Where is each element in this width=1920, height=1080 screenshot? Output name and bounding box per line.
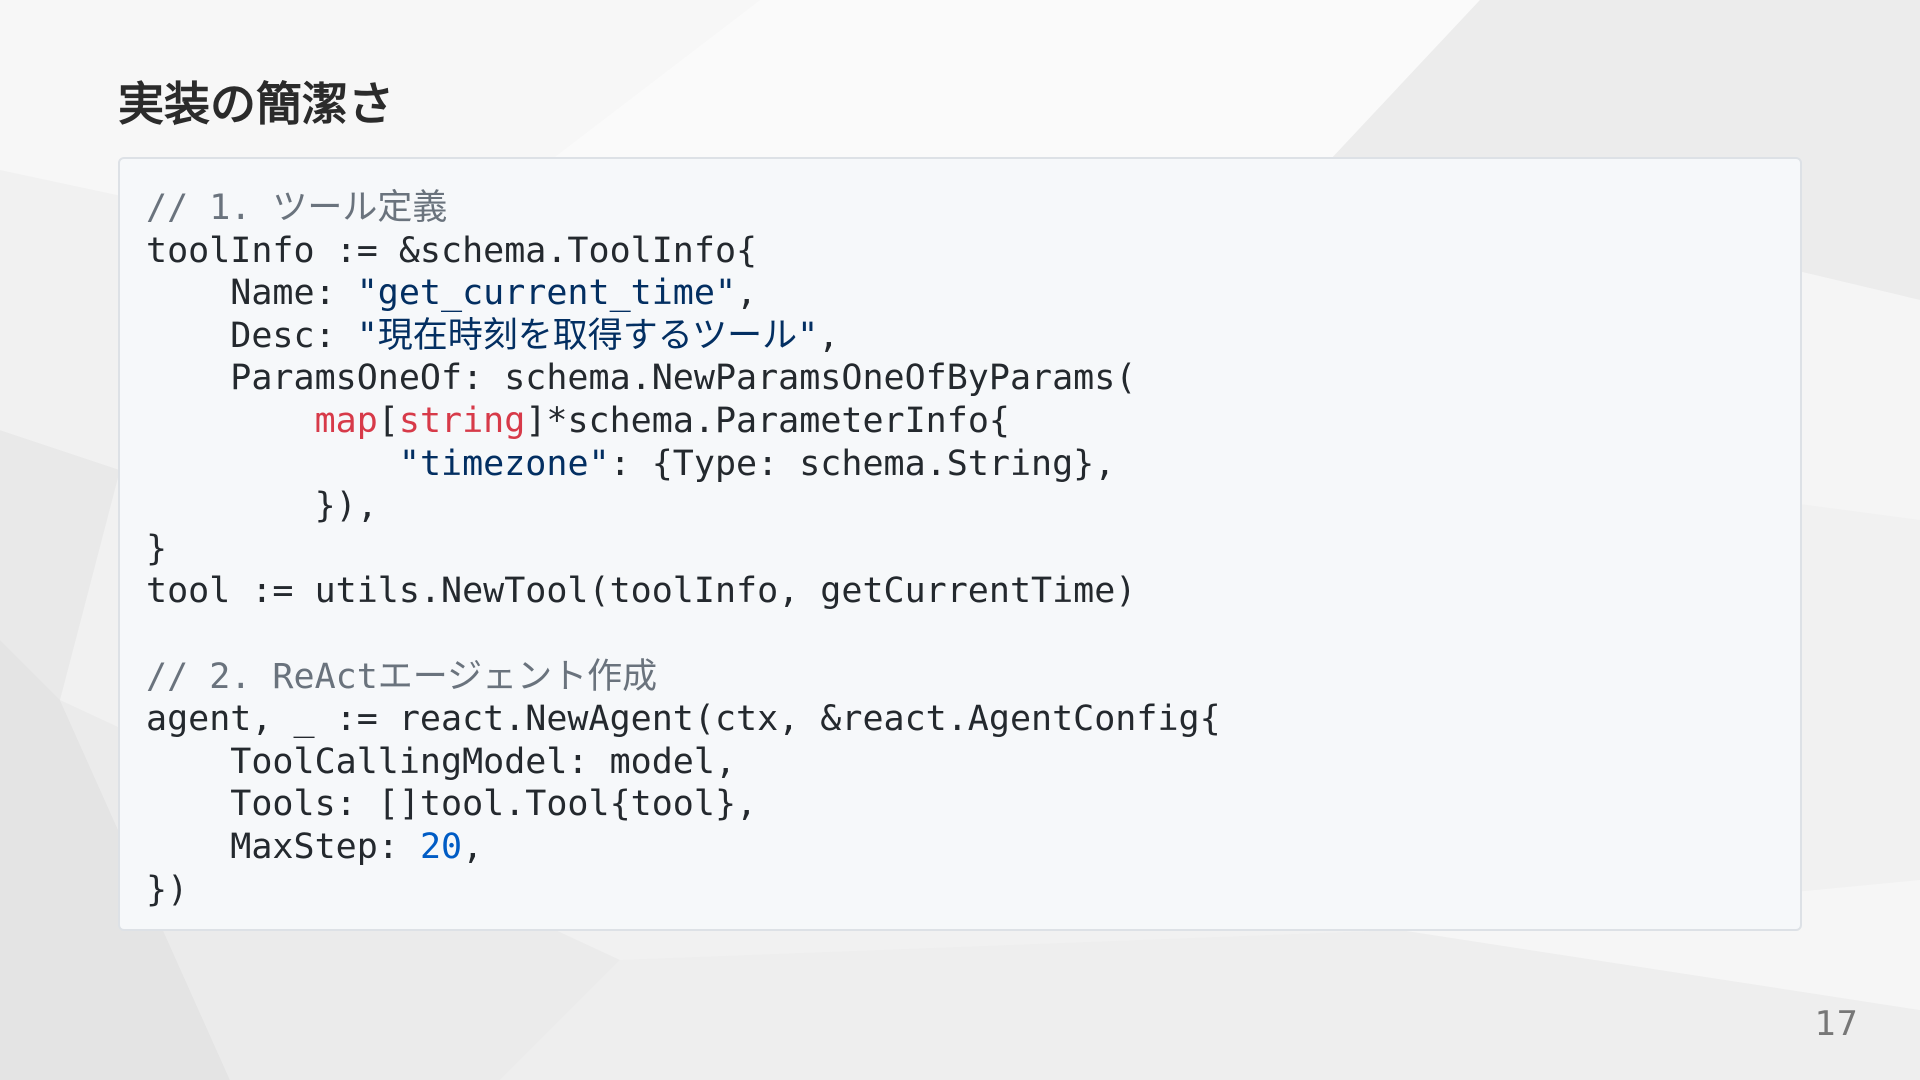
- code-line: // 2. ReActエージェント作成: [146, 656, 1800, 699]
- code-line: toolInfo := &schema.ToolInfo{: [146, 230, 1800, 273]
- code-line: }),: [146, 485, 1800, 528]
- code-token-plain: tool := utils.NewTool(toolInfo, getCurre…: [146, 571, 1137, 612]
- code-token-plain: ToolCallingModel: model,: [146, 741, 737, 782]
- page-number: 17: [1814, 1004, 1858, 1044]
- code-token-plain: : {Type: schema.String},: [609, 443, 1116, 484]
- code-line: MaxStep: 20,: [146, 826, 1800, 869]
- code-token-plain: ]*schema.ParameterInfo{: [525, 400, 1010, 441]
- code-line: tool := utils.NewTool(toolInfo, getCurre…: [146, 570, 1800, 613]
- code-token-plain: }: [146, 528, 168, 569]
- code-token-string: "get_current_time": [356, 273, 737, 314]
- code-token-plain: agent, _ := react.NewAgent(ctx, &react.A…: [146, 699, 1221, 740]
- code-token-comment: // 1. ツール定義: [146, 188, 448, 228]
- code-line: ToolCallingModel: model,: [146, 741, 1800, 784]
- code-token-plain: Desc:: [146, 315, 357, 356]
- code-token-plain: MaxStep:: [146, 826, 420, 867]
- code-token-plain: ,: [462, 826, 484, 867]
- code-token-plain: }),: [146, 486, 378, 527]
- code-token-plain: [146, 444, 399, 484]
- code-line: Tools: []tool.Tool{tool},: [146, 783, 1800, 826]
- code-token-plain: ParamsOneOf: schema.NewParamsOneOfByPara…: [146, 358, 1137, 399]
- code-token-keyword: string: [398, 400, 526, 441]
- slide-title: 実装の簡潔さ: [118, 77, 394, 131]
- code-line: map[string]*schema.ParameterInfo{: [146, 400, 1800, 443]
- code-token-plain: ,: [736, 273, 758, 314]
- code-token-plain: Tools: []tool.Tool{tool},: [146, 784, 758, 825]
- code-token-plain: toolInfo := &schema.ToolInfo{: [146, 230, 758, 271]
- code-token-string: "現在時刻を取得するツール": [356, 315, 819, 356]
- code-line: Desc: "現在時刻を取得するツール",: [146, 315, 1800, 358]
- code-token-plain: ,: [818, 315, 840, 356]
- code-token-plain: [: [377, 400, 399, 441]
- code-line: ParamsOneOf: schema.NewParamsOneOfByPara…: [146, 357, 1800, 400]
- code-line: [146, 613, 1800, 656]
- code-line: agent, _ := react.NewAgent(ctx, &react.A…: [146, 698, 1800, 741]
- code-token-comment: // 2. ReActエージェント作成: [146, 656, 658, 697]
- code-line: Name: "get_current_time",: [146, 272, 1800, 315]
- code-token-string: "timezone": [398, 443, 610, 484]
- code-token-plain: Name:: [146, 273, 357, 314]
- code-line: // 1. ツール定義: [146, 187, 1800, 230]
- code-token-plain: }): [146, 869, 189, 910]
- code-token-number: 20: [419, 826, 463, 867]
- code-token-keyword: map: [314, 400, 378, 441]
- code-line: }: [146, 528, 1800, 571]
- code-line: "timezone": {Type: schema.String},: [146, 443, 1800, 486]
- code-line: }): [146, 869, 1800, 912]
- code-token-plain: [146, 401, 315, 441]
